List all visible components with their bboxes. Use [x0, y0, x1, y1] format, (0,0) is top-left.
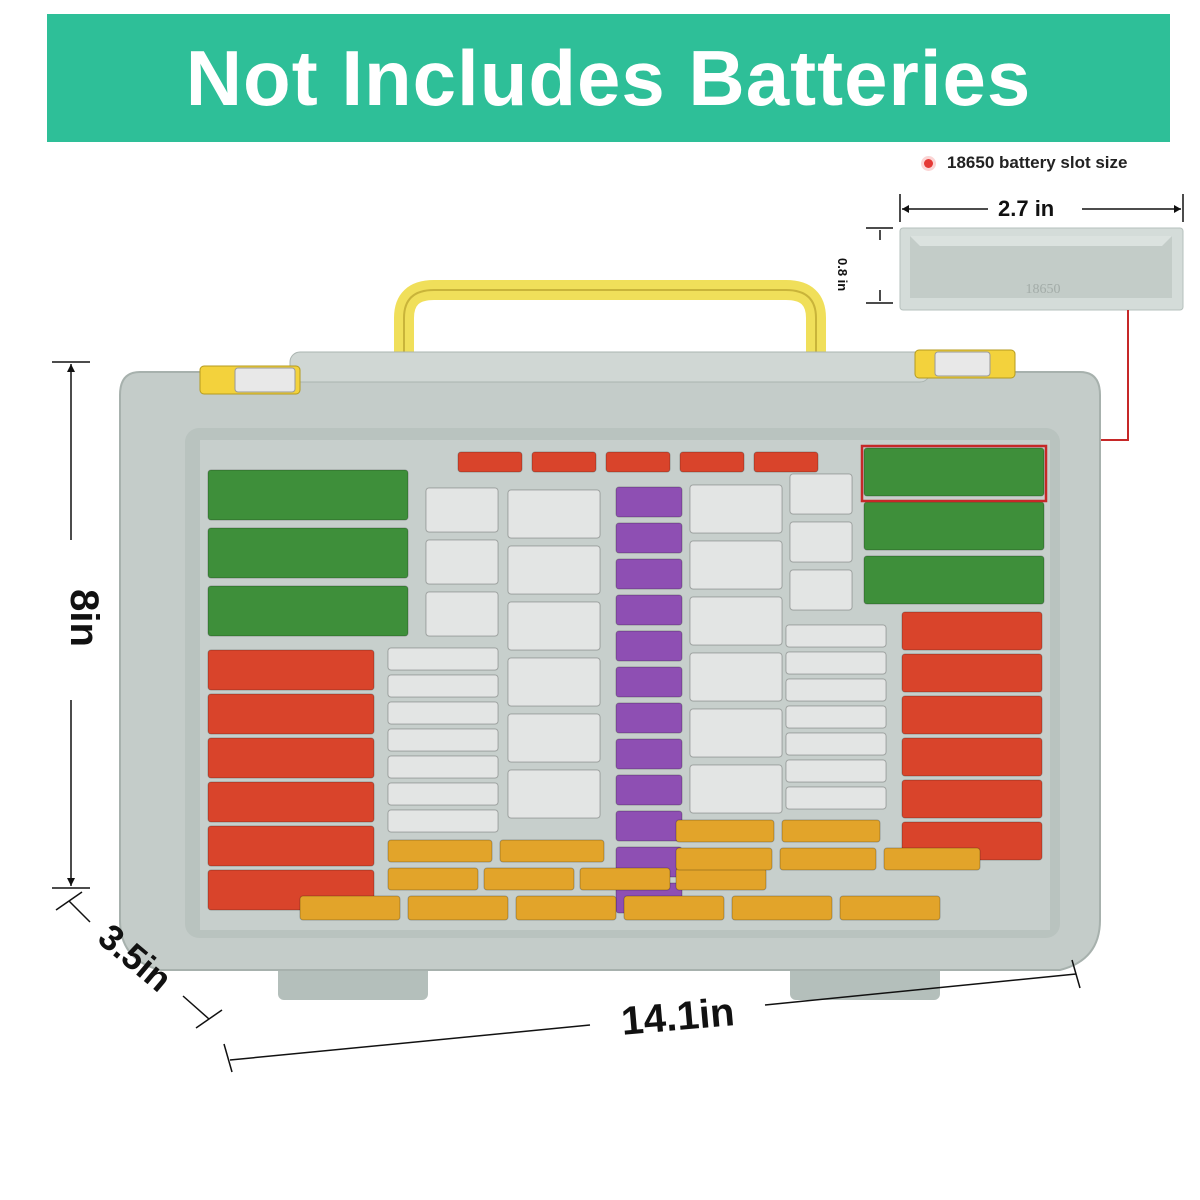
battery	[605, 451, 671, 473]
height-dimension: 8in	[52, 361, 106, 889]
battery	[839, 895, 941, 921]
battery	[615, 810, 683, 842]
battery	[387, 867, 479, 891]
battery	[207, 693, 375, 735]
slot-detail: 18650	[866, 194, 1184, 441]
battery	[515, 895, 617, 921]
battery	[675, 867, 767, 891]
battery	[901, 737, 1043, 777]
battery	[531, 451, 597, 473]
battery	[883, 847, 981, 871]
battery	[387, 809, 499, 833]
battery	[615, 774, 683, 806]
battery	[689, 708, 783, 758]
banner-title: Not Includes Batteries	[47, 14, 1170, 142]
battery	[407, 895, 509, 921]
slot-size-note: 18650 battery slot size	[924, 153, 1127, 173]
battery	[507, 601, 601, 651]
battery	[207, 585, 409, 637]
slot-width-label: 2.7 in	[998, 196, 1055, 221]
battery	[901, 653, 1043, 693]
battery	[689, 764, 783, 814]
battery	[781, 819, 881, 843]
battery	[615, 738, 683, 770]
battery	[507, 489, 601, 539]
slot-height-label: 0.8 in	[835, 258, 850, 292]
battery	[615, 702, 683, 734]
battery	[207, 781, 375, 823]
battery-grid	[207, 447, 1045, 921]
red-dot-icon	[924, 158, 933, 168]
battery	[689, 540, 783, 590]
battery	[425, 591, 499, 637]
battery	[753, 451, 819, 473]
battery	[675, 819, 775, 843]
battery	[785, 678, 887, 702]
battery	[679, 451, 745, 473]
battery	[425, 539, 499, 585]
width-label: 14.1in	[620, 990, 737, 1044]
battery	[615, 558, 683, 590]
battery	[789, 473, 853, 515]
case-latches	[199, 349, 1016, 395]
battery	[689, 652, 783, 702]
battery	[863, 447, 1045, 497]
battery	[483, 867, 575, 891]
slot-engraving: 18650	[1026, 282, 1061, 297]
battery	[387, 839, 493, 863]
battery	[785, 759, 887, 783]
battery	[785, 651, 887, 675]
battery	[507, 769, 601, 819]
battery	[507, 545, 601, 595]
battery	[507, 657, 601, 707]
battery	[785, 705, 887, 729]
battery	[299, 895, 401, 921]
battery	[615, 666, 683, 698]
battery	[689, 596, 783, 646]
battery	[863, 501, 1045, 551]
battery	[507, 713, 601, 763]
battery	[779, 847, 877, 871]
battery	[207, 825, 375, 867]
battery	[207, 469, 409, 521]
battery	[689, 484, 783, 534]
battery	[425, 487, 499, 533]
battery	[615, 486, 683, 518]
battery	[579, 867, 671, 891]
battery	[207, 737, 375, 779]
battery	[207, 649, 375, 691]
battery	[785, 786, 887, 810]
slot-highlight-box	[860, 444, 1048, 503]
battery	[387, 701, 499, 725]
battery	[615, 630, 683, 662]
battery	[901, 779, 1043, 819]
battery	[785, 624, 887, 648]
battery	[901, 611, 1043, 651]
battery	[863, 555, 1045, 605]
battery	[207, 527, 409, 579]
battery	[789, 569, 853, 611]
height-label: 8in	[62, 589, 106, 647]
slot-size-note-text: 18650 battery slot size	[947, 153, 1128, 172]
battery	[387, 674, 499, 698]
battery	[731, 895, 833, 921]
battery	[785, 732, 887, 756]
battery	[387, 755, 499, 779]
battery	[387, 647, 499, 671]
battery	[457, 451, 523, 473]
battery	[675, 847, 773, 871]
battery	[615, 594, 683, 626]
battery	[623, 895, 725, 921]
width-dimension: 14.1in	[223, 959, 1081, 1073]
battery	[387, 728, 499, 752]
battery	[499, 839, 605, 863]
case-handle	[394, 280, 826, 372]
battery	[901, 695, 1043, 735]
battery	[789, 521, 853, 563]
battery	[615, 522, 683, 554]
battery	[387, 782, 499, 806]
